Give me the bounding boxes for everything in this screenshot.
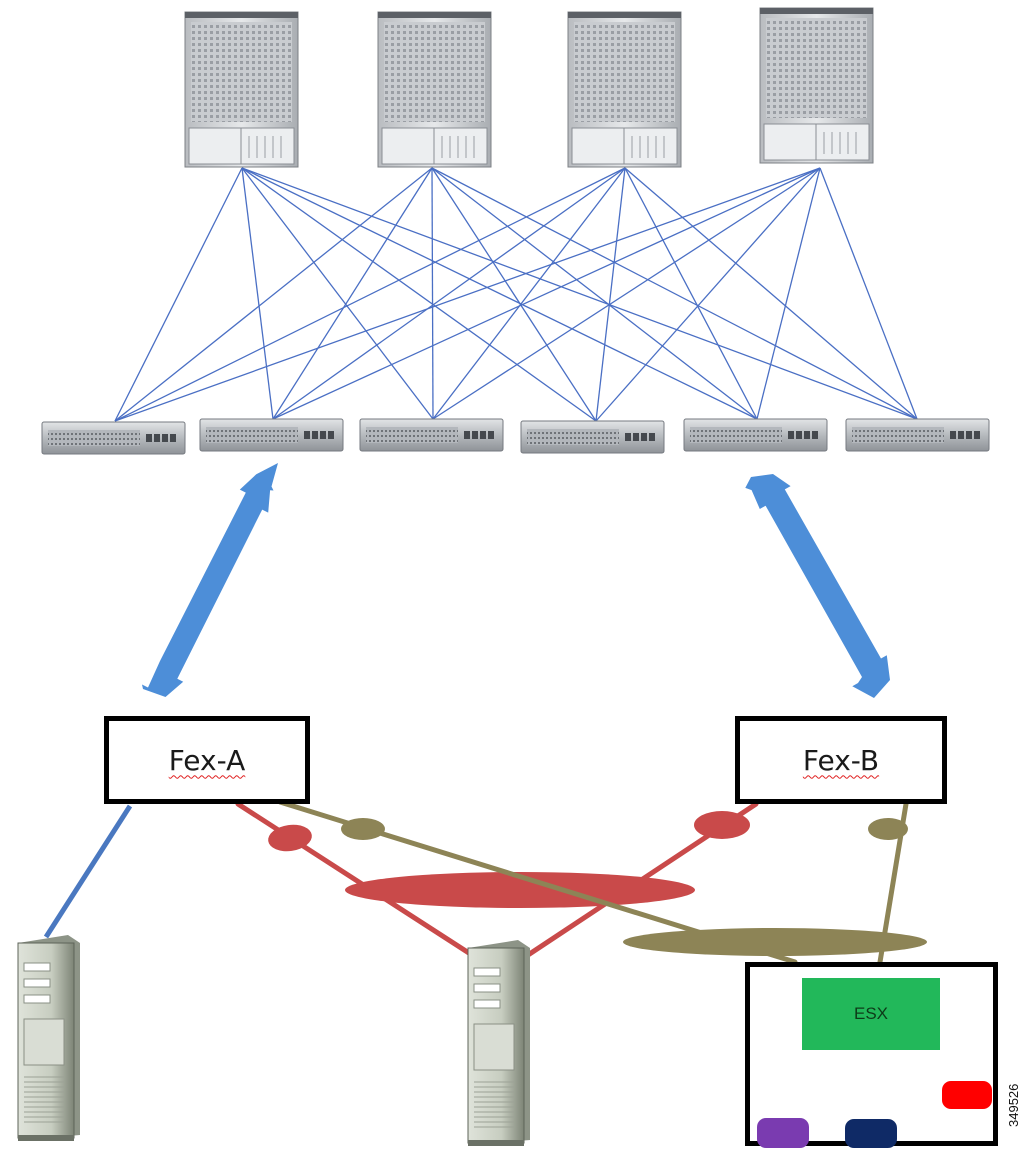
fabric-link [819, 167, 918, 420]
fabric-link [241, 167, 918, 420]
fex-a-red-links [235, 801, 759, 958]
fex-b-label: Fex-B [802, 743, 880, 777]
fabric-link [272, 167, 821, 420]
fabric-link [595, 167, 821, 422]
fabric-link [595, 167, 626, 422]
leaf-switches [41, 418, 990, 455]
fabric-link [241, 167, 434, 420]
rack-switch-icon [683, 418, 828, 452]
fex-a-box[interactable]: Fex-A [104, 716, 310, 804]
fex-a-label: Fex-A [168, 743, 246, 777]
figure-id: 349526 [1006, 1083, 1021, 1127]
fabric-link [431, 167, 597, 422]
rack-switch-icon [520, 420, 665, 454]
esx-label: ESX [853, 1004, 889, 1023]
fabric-link [241, 167, 758, 420]
fabric-link [431, 167, 434, 420]
fabric-link [624, 167, 758, 420]
fabric-link [431, 167, 758, 420]
fabric-link [432, 167, 821, 420]
rack-switch-icon [845, 418, 990, 452]
fabric-link [114, 167, 433, 422]
chassis-switch-icon [377, 11, 492, 168]
vm-purple[interactable] [757, 1118, 809, 1148]
esx-host-box[interactable]: ESX [745, 962, 998, 1148]
fabric-link [241, 167, 274, 420]
esx-vm-block[interactable]: ESX [802, 978, 940, 1050]
uplink-arrow-fex-b [745, 474, 890, 698]
spine-switches [184, 7, 874, 168]
fabric-link [114, 167, 626, 422]
fex-b-box[interactable]: Fex-B [735, 716, 947, 804]
rack-switch-icon [199, 418, 344, 452]
fabric-link [272, 167, 626, 420]
chassis-switch-icon [184, 11, 299, 168]
chassis-switch-icon [567, 11, 682, 168]
server-uplink-blue [43, 804, 133, 939]
fabric-links [114, 167, 918, 422]
fabric-link [756, 167, 821, 420]
fabric-link [241, 167, 597, 422]
vm-red[interactable] [942, 1081, 992, 1109]
chassis-switch-icon [759, 7, 874, 164]
fabric-link [272, 167, 433, 420]
fabric-link [114, 167, 243, 422]
fex-b-olive-links [277, 799, 927, 965]
fabric-link [114, 167, 821, 422]
fabric-link [624, 167, 918, 420]
tower-server-icon [17, 935, 80, 1141]
tower-server-icon [467, 940, 530, 1146]
uplink-arrow-fex-a [142, 463, 278, 697]
fabric-link [431, 167, 918, 420]
rack-switch-icon [41, 421, 186, 455]
rack-switch-icon [359, 418, 504, 452]
fabric-link [432, 167, 626, 420]
vm-navy[interactable] [845, 1119, 897, 1148]
